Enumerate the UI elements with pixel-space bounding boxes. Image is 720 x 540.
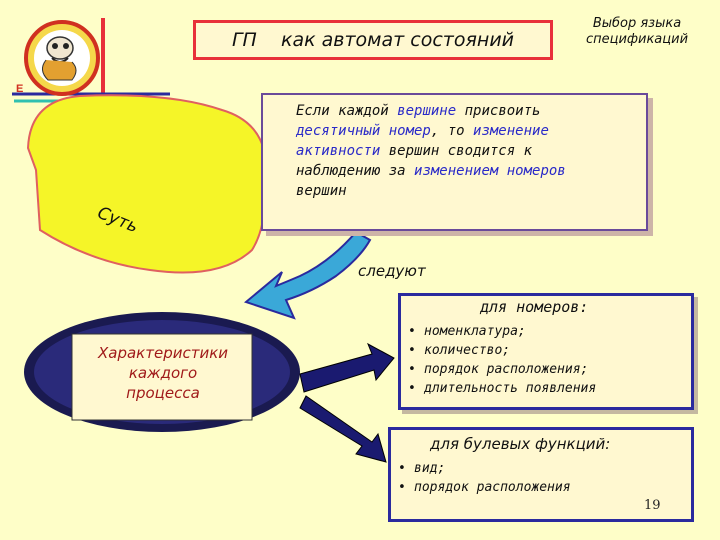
curved-arrow — [243, 230, 372, 320]
list-item: количество; — [408, 341, 698, 360]
list-item: порядок расположения — [398, 478, 688, 497]
characteristics-line-1: Характеристики — [97, 344, 229, 362]
boolean-list: вид; порядок расположения — [398, 459, 688, 497]
definition-line: десятичный номер, то изменение — [296, 123, 549, 139]
title-box: ГП как автомат состояний — [193, 20, 553, 60]
characteristics-text: Характеристики каждого процесса — [78, 343, 248, 403]
boolean-panel-title: для булевых функций: — [430, 435, 611, 453]
svg-text:E: E — [16, 83, 23, 95]
definition-line: вершин — [296, 183, 347, 199]
characteristics-line-3: процесса — [126, 384, 200, 402]
logo-icon: E — [16, 20, 100, 96]
definition-line: Если каждой вершине присвоить — [296, 103, 541, 119]
page-number: 19 — [644, 498, 661, 513]
definition-line: наблюдению за изменением номеров — [296, 163, 566, 179]
arrow-to-boolean — [299, 395, 387, 463]
spec-line-2: спецификаций — [585, 32, 689, 47]
numbers-panel-title: для номеров: — [480, 298, 589, 316]
definition-text: Если каждой вершине присвоить десятичный… — [296, 101, 646, 201]
spec-line-1: Выбор языка — [592, 16, 682, 31]
arrow-to-numbers — [299, 342, 395, 393]
definition-box — [261, 93, 648, 231]
list-item: длительность появления — [408, 379, 698, 398]
follows-label: следуют — [358, 262, 426, 280]
characteristics-line-2: каждого — [128, 364, 198, 382]
numbers-list: номенклатура; количество; порядок распол… — [408, 322, 698, 398]
list-item: вид; — [398, 459, 688, 478]
definition-line: активности вершин сводится к — [296, 143, 533, 159]
list-item: порядок расположения; — [408, 360, 698, 379]
title-text: ГП как автомат состояний — [231, 29, 515, 51]
spec-language-label: Выбор языка спецификаций — [562, 16, 712, 48]
list-item: номенклатура; — [408, 322, 698, 341]
